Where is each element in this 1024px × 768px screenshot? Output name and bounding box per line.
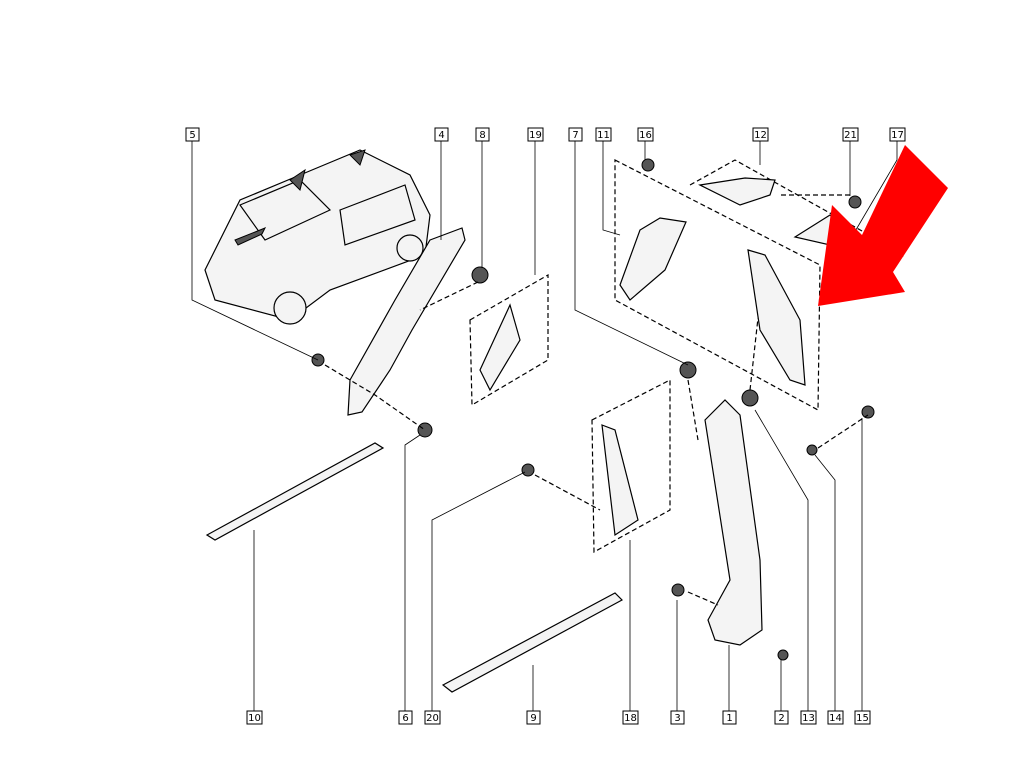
highlight-arrow [818, 145, 948, 306]
svg-text:12: 12 [754, 130, 767, 141]
callout-4[interactable]: 4 [434, 127, 449, 142]
callout-21[interactable]: 21 [842, 127, 859, 142]
svg-text:8: 8 [479, 130, 485, 141]
svg-text:1: 1 [726, 713, 732, 724]
svg-text:5: 5 [189, 130, 195, 141]
svg-text:14: 14 [829, 713, 842, 724]
svg-text:7: 7 [572, 130, 578, 141]
svg-text:6: 6 [402, 713, 408, 724]
callout-2[interactable]: 2 [774, 710, 789, 725]
callout-17[interactable]: 17 [889, 127, 906, 142]
svg-text:19: 19 [529, 130, 542, 141]
svg-text:9: 9 [530, 713, 536, 724]
svg-text:4: 4 [438, 130, 444, 141]
callout-6[interactable]: 6 [398, 710, 413, 725]
svg-text:10: 10 [248, 713, 261, 724]
svg-text:18: 18 [624, 713, 637, 724]
callout-11[interactable]: 11 [595, 127, 612, 142]
callout-9[interactable]: 9 [526, 710, 541, 725]
part-10-sill-trim [205, 442, 385, 541]
svg-text:20: 20 [426, 713, 439, 724]
callout-20[interactable]: 20 [424, 710, 441, 725]
part-9-sill-trim [441, 592, 623, 693]
callout-12[interactable]: 12 [752, 127, 769, 142]
svg-text:3: 3 [674, 713, 680, 724]
callout-5[interactable]: 5 [185, 127, 200, 142]
svg-text:2: 2 [778, 713, 784, 724]
svg-text:11: 11 [597, 130, 610, 141]
callout-8[interactable]: 8 [475, 127, 490, 142]
callout-18[interactable]: 18 [622, 710, 639, 725]
svg-text:17: 17 [891, 130, 904, 141]
callout-15[interactable]: 15 [854, 710, 871, 725]
svg-text:15: 15 [856, 713, 869, 724]
callout-7[interactable]: 7 [568, 127, 583, 142]
callout-16[interactable]: 16 [637, 127, 654, 142]
callout-13[interactable]: 13 [800, 710, 817, 725]
car-illustration [204, 149, 431, 325]
callout-19[interactable]: 19 [527, 127, 544, 142]
part-1-pillar-trim [704, 399, 763, 646]
part-4-pillar-trim [347, 227, 466, 416]
callout-3[interactable]: 3 [670, 710, 685, 725]
callout-10[interactable]: 10 [246, 710, 263, 725]
svg-text:21: 21 [844, 130, 857, 141]
callout-1[interactable]: 1 [722, 710, 737, 725]
svg-text:13: 13 [802, 713, 815, 724]
callout-14[interactable]: 14 [827, 710, 844, 725]
svg-text:16: 16 [639, 130, 652, 141]
